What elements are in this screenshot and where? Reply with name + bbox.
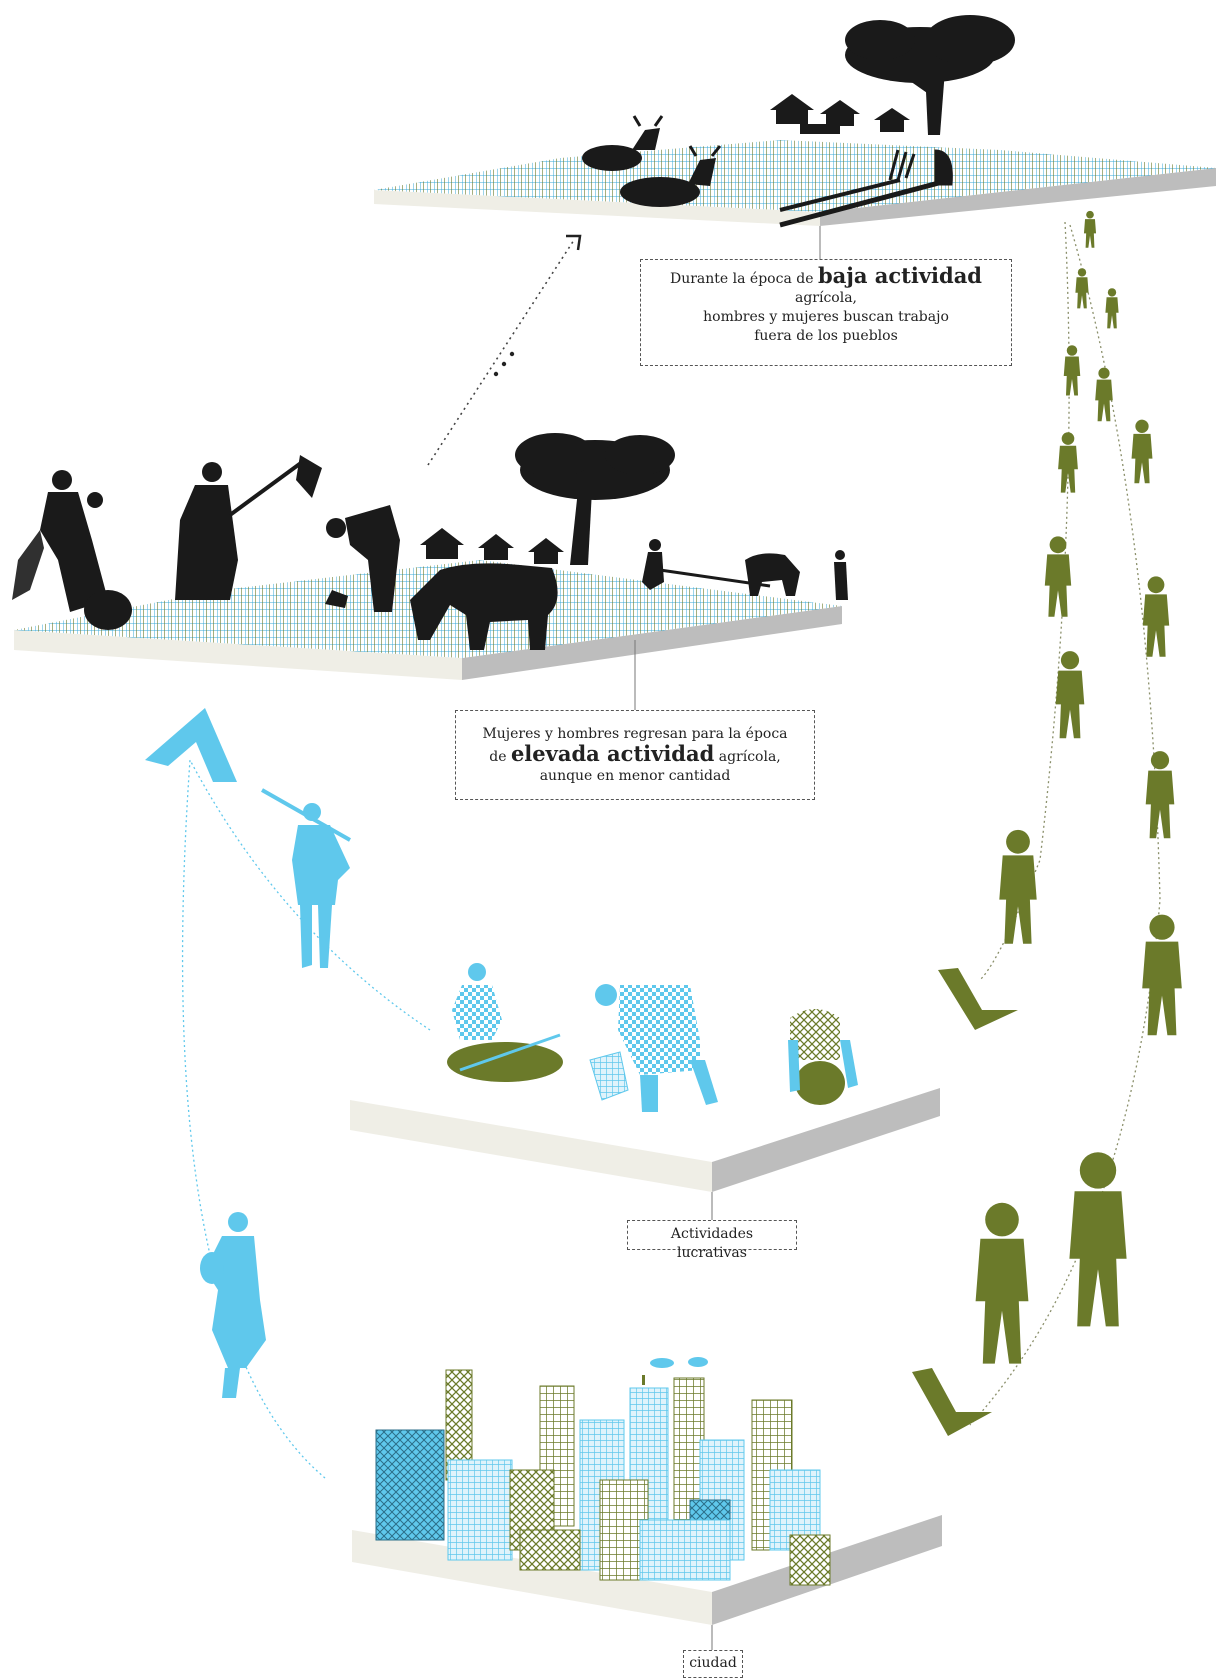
lucrative-platform	[350, 1088, 940, 1220]
cow-icon	[410, 563, 558, 650]
woman-with-hoe-icon	[175, 455, 322, 600]
walking-people-olive	[975, 210, 1182, 1364]
caption-text: Durante la época de	[670, 271, 818, 287]
farm-tools-icon	[779, 149, 953, 228]
down-chevron-icon-lower	[912, 1368, 992, 1436]
top-platform	[374, 140, 1216, 259]
village-huts-icon	[420, 528, 564, 564]
return-migration-path	[181, 759, 431, 1479]
up-chevron-icon	[145, 708, 237, 782]
caption-lucrative-activities: Actividades lucrativas	[627, 1220, 797, 1261]
huts-icon	[770, 94, 910, 134]
man-with-stick-icon	[261, 788, 351, 968]
return-to-village-arrow	[427, 234, 582, 466]
caption-low-season: Durante la época de baja actividad agríc…	[640, 259, 1012, 366]
caption-high-season: Mujeres y hombres regresan para la época…	[455, 710, 815, 800]
woman-sowing-icon	[12, 470, 132, 630]
man-digging-icon	[325, 505, 400, 612]
cattle-icon	[582, 115, 722, 207]
tree-icon	[515, 433, 675, 565]
caption-text: aunque en menor cantidad	[539, 768, 731, 784]
caption-text: ciudad	[689, 1655, 737, 1671]
plowing-team-icon	[642, 539, 848, 600]
caption-text: de	[489, 749, 511, 765]
caption-text: Actividades lucrativas	[670, 1226, 754, 1261]
caption-text: agrícola,	[794, 290, 858, 306]
caption-text: fuera de los pueblos	[754, 328, 898, 344]
city-skyline-icon	[375, 1357, 831, 1586]
caption-text: agrícola,	[714, 749, 781, 765]
down-chevron-icon-upper	[935, 968, 1018, 1037]
caption-emphasis: elevada actividad	[510, 741, 715, 766]
baobab-tree-icon	[845, 15, 1015, 135]
worker-bending-icon	[589, 984, 718, 1112]
woman-with-baby-icon	[200, 1212, 266, 1398]
caption-emphasis: baja actividad	[817, 263, 982, 288]
worker-crouching-icon	[788, 1009, 858, 1105]
caption-text: hombres y mujeres buscan trabajo	[703, 309, 949, 325]
worker-kneeling-icon	[447, 963, 563, 1082]
caption-city: ciudad	[683, 1650, 743, 1678]
caption-text: Mujeres y hombres regresan para la época	[482, 726, 788, 742]
